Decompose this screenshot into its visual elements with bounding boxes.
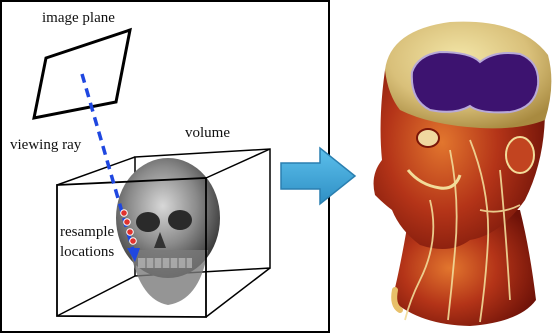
sample-point: [127, 229, 134, 236]
sample-point: [130, 238, 137, 245]
sample-point: [121, 210, 128, 217]
volume-label: volume: [185, 125, 230, 141]
resample-label-line2: locations: [60, 244, 114, 260]
viewing-ray-label: viewing ray: [10, 137, 82, 153]
eye: [417, 129, 439, 147]
rendered-head-image: [374, 22, 552, 326]
image-plane-label: image plane: [42, 10, 115, 26]
ear: [506, 137, 534, 173]
brain-cavity: [412, 52, 538, 112]
sample-point: [124, 219, 131, 226]
resample-label-line1: resample: [60, 224, 114, 240]
